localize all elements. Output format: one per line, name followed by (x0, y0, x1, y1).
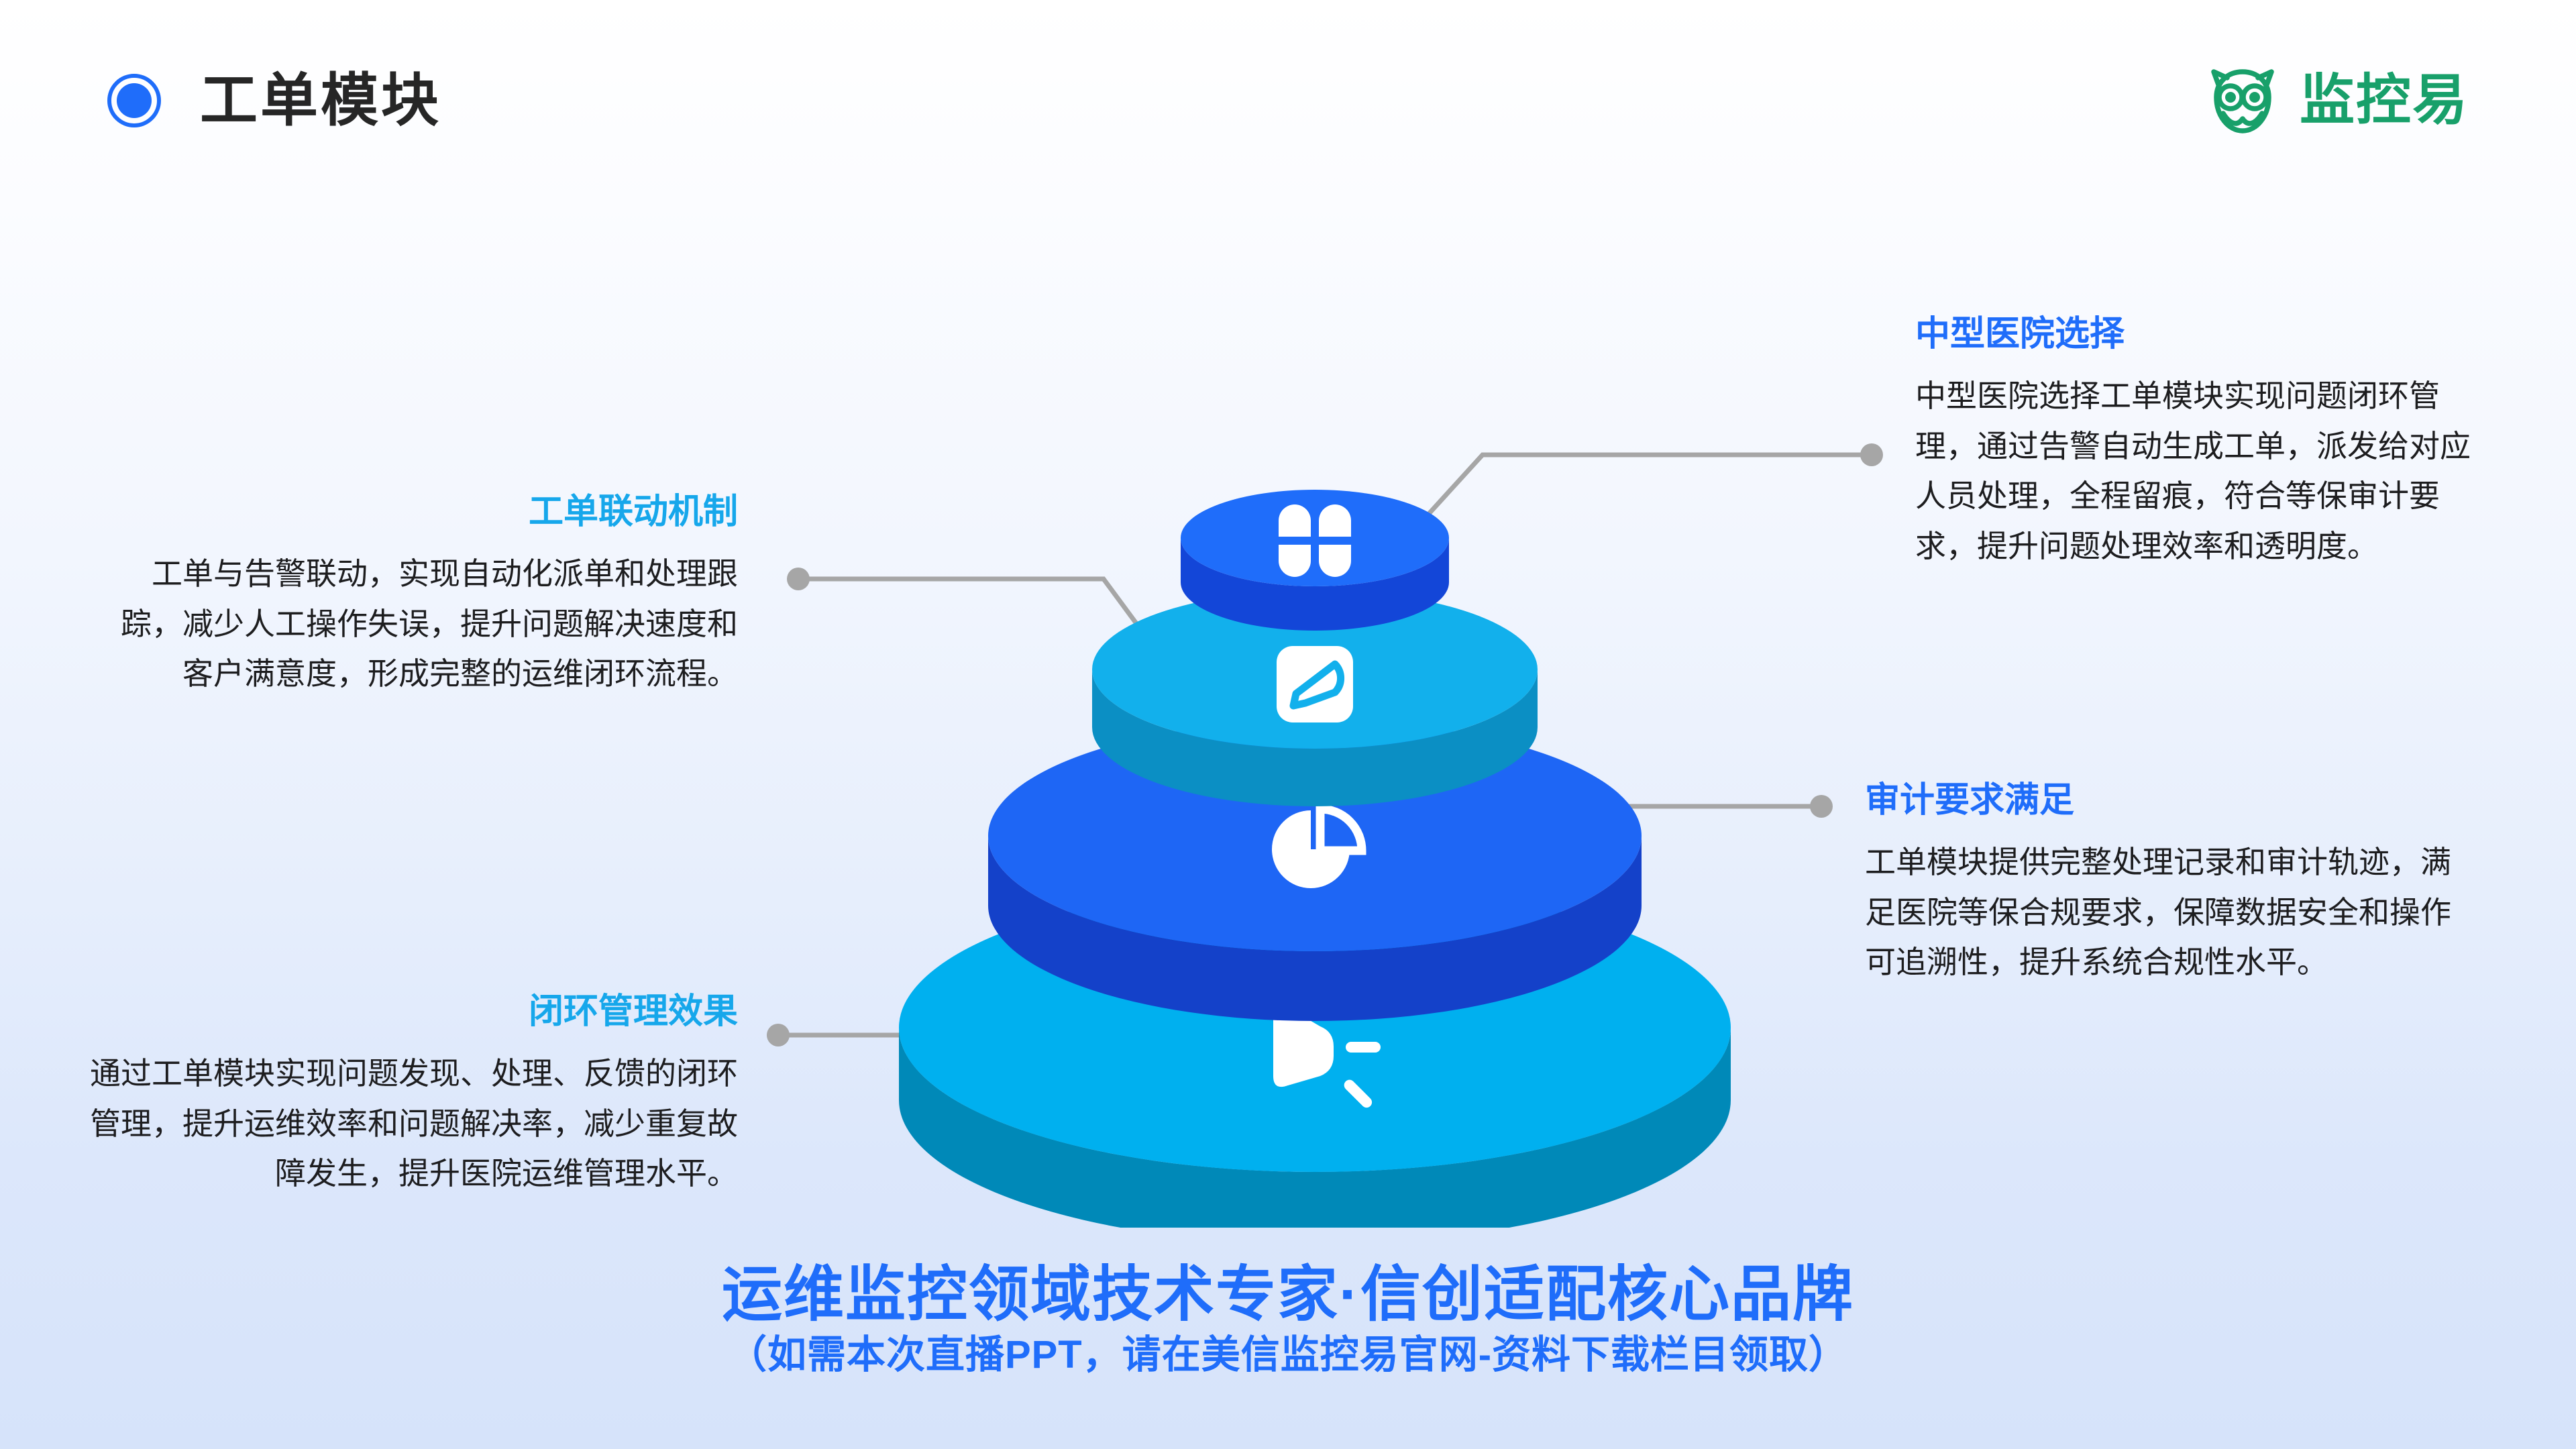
footer-tagline: 运维监控领域技术专家·信创适配核心品牌 (722, 1261, 1854, 1328)
callout-title: 审计要求满足 (1865, 781, 2075, 820)
page-title: 工单模块 (200, 68, 441, 133)
callout-title: 工单联动机制 (528, 492, 738, 531)
pyramid-layer-top (1181, 490, 1449, 631)
callout-body: 工单与告警联动，实现自动化派单和处理跟踪，减少人工操作失误，提升问题解决速度和客… (121, 556, 738, 692)
pie-chart-icon (1272, 804, 1366, 888)
slide-header: 工单模块 监控易 (0, 0, 2576, 201)
pyramid-layer-upper-middle (1092, 590, 1538, 806)
callout-closed-loop-effect: 闭环管理效果 通过工单模块实现问题发现、处理、反馈的闭环管理，提升运维效率和问题… (87, 992, 738, 1199)
callout-linkage-mechanism: 工单联动机制 工单与告警联动，实现自动化派单和处理跟踪，减少人工操作失误，提升问… (107, 492, 738, 699)
connector-dot-hospital-choice (1860, 443, 1883, 466)
connector-dot-linkage-mechanism (787, 568, 810, 590)
owl-logo-icon (2211, 69, 2274, 133)
callout-body: 工单模块提供完整处理记录和审计轨迹，满足医院等保合规要求，保障数据安全和操作可追… (1865, 845, 2451, 980)
four-petal-grid-icon (1279, 504, 1351, 577)
callout-hospital-choice: 中型医院选择 中型医院选择工单模块实现问题闭环管理，通过告警自动生成工单，派发给… (1915, 315, 2492, 571)
brand-logo-text: 监控易 (2299, 70, 2469, 131)
callout-audit-requirement: 审计要求满足 工单模块提供完整处理记录和审计轨迹，满足医院等保合规要求，保障数据… (1865, 781, 2469, 987)
connector-dot-audit-requirement (1810, 795, 1833, 818)
speaker-announce-icon (1273, 985, 1381, 1108)
leaf-pen-square-icon (1277, 646, 1353, 722)
connector-dot-closed-loop-effect (767, 1024, 790, 1046)
callout-title: 中型医院选择 (1915, 315, 2125, 354)
slide-footer: 运维监控领域技术专家·信创适配核心品牌 （如需本次直播PPT，请在美信监控易官网… (0, 1261, 2576, 1378)
layered-pyramid-diagram (899, 490, 1731, 1228)
callout-title: 闭环管理效果 (528, 992, 738, 1031)
footer-note: （如需本次直播PPT，请在美信监控易官网-资料下载栏目领取） (727, 1332, 1849, 1377)
brand-logo: 监控易 (2200, 64, 2469, 138)
filled-circle-ring-icon (107, 74, 161, 127)
callout-body: 通过工单模块实现问题发现、处理、反馈的闭环管理，提升运维效率和问题解决率，减少重… (90, 1056, 738, 1191)
callout-body: 中型医院选择工单模块实现问题闭环管理，通过告警自动生成工单，派发给对应人员处理，… (1915, 378, 2471, 564)
